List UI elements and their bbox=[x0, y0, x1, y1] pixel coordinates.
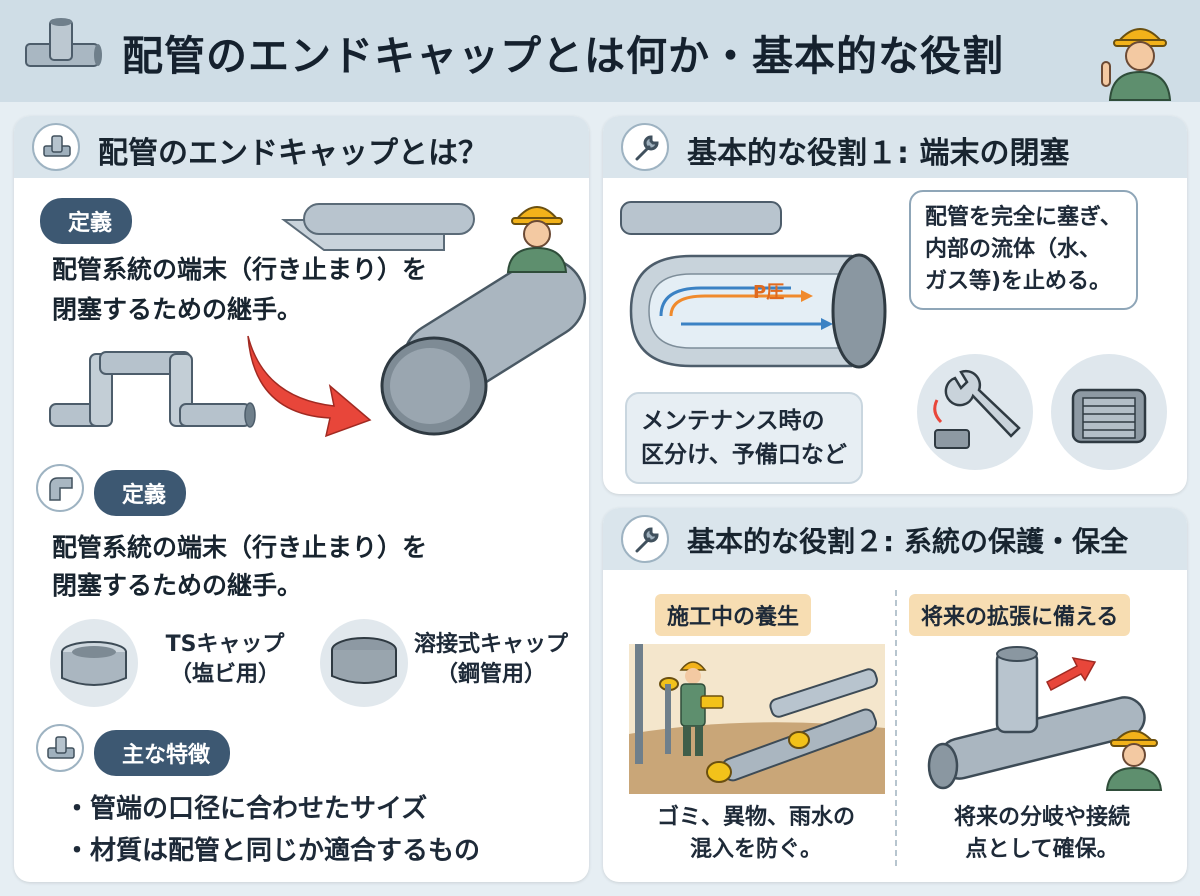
weld-cap-icon bbox=[320, 619, 408, 707]
definition-pill: 定義 bbox=[40, 198, 133, 244]
left-panel: 配管のエンドキャップとは？ 定義 配管系統の端末（行き止まり）を 閉塞するための… bbox=[14, 116, 589, 882]
role2-panel-title: 基本的な役割２: 系統の保護・保全 bbox=[687, 525, 1128, 558]
definition-text-1a: 配管系統の端末（行き止まり）を bbox=[52, 255, 428, 284]
feature-item: ・材質は配管と同じか適合するもの bbox=[64, 836, 481, 866]
wrench-cap-icon bbox=[917, 354, 1033, 470]
pressure-label: P圧 bbox=[753, 282, 785, 303]
tee-pipe-arrow-illustration bbox=[927, 646, 1146, 790]
left-panel-title: 配管のエンドキャップとは？ bbox=[98, 136, 488, 171]
page-title: 配管のエンドキャップとは何か・基本的な役割 bbox=[122, 32, 1004, 80]
pipe-tee-icon bbox=[25, 18, 102, 67]
role2-panel: 基本的な役割２: 系統の保護・保全 施工中の養生 将来の拡張に備える ゴミ、異物… bbox=[603, 508, 1187, 882]
left-panel-header: 配管のエンドキャップとは？ bbox=[14, 116, 589, 178]
features-pill: 主な特徴 bbox=[94, 730, 231, 776]
construction-site-illustration bbox=[629, 644, 885, 794]
worker-icon bbox=[1101, 28, 1172, 101]
feature-item: ・管端の口径に合わせたサイズ bbox=[64, 794, 428, 824]
definition-text-1b: 閉塞するための継手。 bbox=[52, 295, 303, 324]
pipe-end-illustration bbox=[281, 203, 587, 436]
callout-seal: 配管を完全に塞ぎ、 内部の流体（水、 ガス等)を止める。 bbox=[909, 190, 1138, 310]
divider bbox=[895, 590, 897, 866]
definition-text-2b: 閉塞するための継手。 bbox=[52, 571, 303, 600]
definition-pill: 定義 bbox=[94, 470, 187, 516]
worker-icon bbox=[506, 206, 568, 273]
role1-panel: 基本的な役割１: 端末の閉塞 P圧 配管を完全に塞ぎ、 内部の流体（水、 ガス等… bbox=[603, 116, 1187, 494]
weld-cap-label: 溶接式キャップ （鋼管用） bbox=[413, 632, 568, 687]
worker-icon bbox=[1105, 730, 1163, 791]
definition-text-2a: 配管系統の端末（行き止まり）を bbox=[52, 533, 428, 562]
ts-cap-icon bbox=[50, 619, 138, 707]
role1-panel-header: 基本的な役割１: 端末の閉塞 bbox=[603, 116, 1187, 178]
pipe-run-illustration bbox=[49, 351, 256, 428]
pressure-pipe-illustration bbox=[620, 201, 887, 369]
threaded-cap-icon bbox=[1051, 354, 1167, 470]
red-arrow bbox=[247, 335, 372, 438]
header-bar: 配管のエンドキャップとは何か・基本的な役割 bbox=[0, 0, 1200, 102]
expansion-tag: 将来の拡張に備える bbox=[909, 594, 1131, 636]
wrench-icon bbox=[621, 515, 669, 563]
role2-panel-header: 基本的な役割２: 系統の保護・保全 bbox=[603, 508, 1187, 570]
pipe-fitting-icon bbox=[32, 123, 80, 171]
wrench-icon bbox=[621, 123, 669, 171]
callout-maintenance: メンテナンス時の 区分け、予備口など bbox=[625, 392, 863, 484]
pipe-fitting-icon bbox=[36, 724, 84, 772]
elbow-fitting-icon bbox=[36, 464, 84, 512]
construction-tag: 施工中の養生 bbox=[655, 594, 812, 636]
ts-cap-label: TSキャップ （塩ビ用） bbox=[165, 632, 285, 687]
construction-caption: ゴミ、異物、雨水の 混入を防ぐ。 bbox=[656, 805, 855, 862]
role1-panel-title: 基本的な役割１: 端末の閉塞 bbox=[687, 136, 1070, 171]
expansion-caption: 将来の分岐や接続 点として確保。 bbox=[953, 805, 1130, 862]
